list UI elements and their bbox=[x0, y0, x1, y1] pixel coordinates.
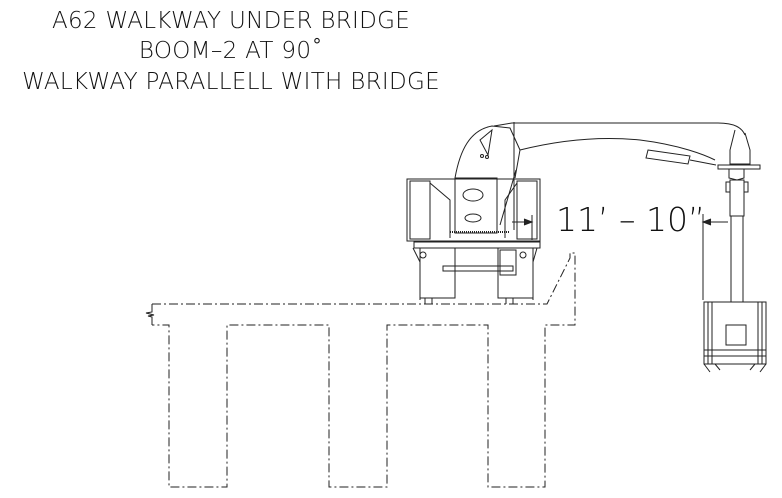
break-symbol bbox=[145, 304, 155, 325]
drawing-title-line-2: BOOM–2 AT 90˚ bbox=[138, 38, 324, 64]
dimension-lines bbox=[512, 214, 728, 300]
crane-column-and-basket bbox=[703, 169, 767, 373]
drawing-title-line-1: A62 WALKWAY UNDER BRIDGE bbox=[51, 8, 411, 34]
bridge-section bbox=[152, 252, 576, 488]
dimension-label: 11’ – 10” bbox=[556, 200, 706, 239]
crane-truck bbox=[406, 122, 541, 304]
crane-boom bbox=[493, 122, 761, 170]
drawing-title-line-3: WALKWAY PARALLELL WITH BRIDGE bbox=[22, 69, 440, 95]
